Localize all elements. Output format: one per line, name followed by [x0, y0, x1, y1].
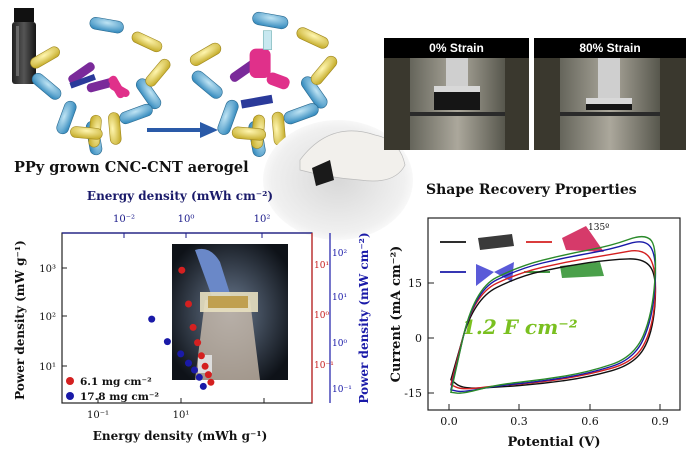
- ragone-y3-tick: 10⁰: [332, 339, 347, 349]
- ragone-point-series1: [199, 382, 207, 390]
- ragone-x-label: Energy density (mWh g⁻¹): [93, 429, 268, 443]
- ragone-x2-tick: 10²: [254, 214, 271, 225]
- ragone-x2-label: Energy density (mWh cm⁻²): [87, 189, 273, 203]
- wearable-arm: [195, 248, 260, 380]
- cv-y-label: Current (mA cm⁻²): [389, 246, 404, 383]
- ragone-point-series0: [207, 378, 215, 386]
- ragone-point-series0: [178, 266, 186, 274]
- legend-marker-blue: [66, 392, 74, 400]
- ragone-x-tick: 10¹: [173, 410, 190, 421]
- legend-label-blue: 17.8 mg cm⁻²: [80, 391, 159, 403]
- ragone-x2-tick: 10⁻²: [113, 214, 135, 225]
- ragone-point-series0: [197, 352, 205, 360]
- shape-recovery-title: Shape Recovery Properties: [426, 182, 637, 198]
- cv-curve-series3: [450, 235, 657, 394]
- ragone-x2-tick: 10⁰: [178, 214, 195, 225]
- ragone-y3-tick: 10¹: [332, 293, 347, 303]
- cv-y-tick: 15: [408, 277, 422, 290]
- ragone-y2-tick: 10⁻¹: [314, 361, 334, 371]
- capacitance-annotation: 1.2 F cm⁻²: [462, 315, 578, 339]
- flexible-aerogel-photo: [263, 120, 413, 240]
- ragone-point-series0: [201, 362, 209, 370]
- cv-x-tick: 0.6: [581, 415, 599, 428]
- ragone-y2-label: Power density (mW cm⁻²): [357, 232, 371, 403]
- strain-label-0: 0% Strain: [429, 41, 484, 55]
- ppy-cnc-cnt-structure-illustration: [189, 11, 338, 157]
- ragone-y2-tick: 10⁰: [314, 311, 329, 321]
- aerogel-title: PPy grown CNC-CNT aerogel: [14, 159, 249, 176]
- twisted-device-icon-a: [476, 264, 494, 286]
- cv-x-label: Potential (V): [507, 435, 600, 450]
- flat-device-icon: [478, 234, 514, 250]
- ragone-point-series1: [148, 315, 156, 323]
- ragone-x-tick: 10⁻¹: [87, 410, 109, 421]
- aerogel-vial-image: [12, 8, 36, 84]
- legend-marker-red: [66, 377, 74, 385]
- ragone-y2-tick: 10¹: [314, 261, 329, 271]
- ragone-point-series0: [204, 371, 212, 379]
- cv-y-tick: 0: [415, 332, 422, 345]
- cv-chart: 0.0 0.3 0.6 0.9 -15 0 15 Potential (V) C…: [389, 217, 681, 450]
- ragone-y-tick: 10²: [39, 312, 56, 323]
- cv-x-tick: 0.9: [651, 415, 669, 428]
- ragone-chart: Energy density (mWh g⁻¹) Energy density …: [13, 189, 371, 443]
- bend-angle-label: 135º: [588, 223, 609, 233]
- ragone-point-series1: [163, 338, 171, 346]
- ragone-y-tick: 10¹: [39, 362, 56, 373]
- ragone-point-series0: [185, 300, 192, 308]
- cnc-cnt-structure-illustration: [30, 16, 171, 156]
- strain-photo-80: [534, 38, 686, 150]
- ragone-point-series0: [194, 339, 202, 347]
- ragone-y3-tick: 10⁻¹: [332, 385, 352, 395]
- cv-y-tick: -15: [404, 387, 422, 400]
- strain-label-80: 80% Strain: [579, 41, 640, 55]
- cv-x-tick: 0.3: [510, 415, 528, 428]
- bent-device-icon: [562, 226, 604, 252]
- cv-x-tick: 0.0: [440, 415, 458, 428]
- ragone-point-series1: [191, 366, 198, 374]
- ragone-y3-tick: 10²: [332, 249, 347, 259]
- ragone-y-tick: 10³: [39, 264, 56, 275]
- ragone-point-series0: [189, 323, 197, 331]
- ragone-point-series1: [177, 350, 185, 358]
- ragone-point-series1: [195, 373, 203, 381]
- ragone-y-label: Power density (mW g⁻¹): [13, 240, 27, 400]
- folded-device-icon: [560, 262, 604, 278]
- ragone-point-series1: [185, 359, 192, 367]
- twisted-device-icon-b: [494, 262, 514, 282]
- legend-label-red: 6.1 mg cm⁻²: [80, 376, 152, 388]
